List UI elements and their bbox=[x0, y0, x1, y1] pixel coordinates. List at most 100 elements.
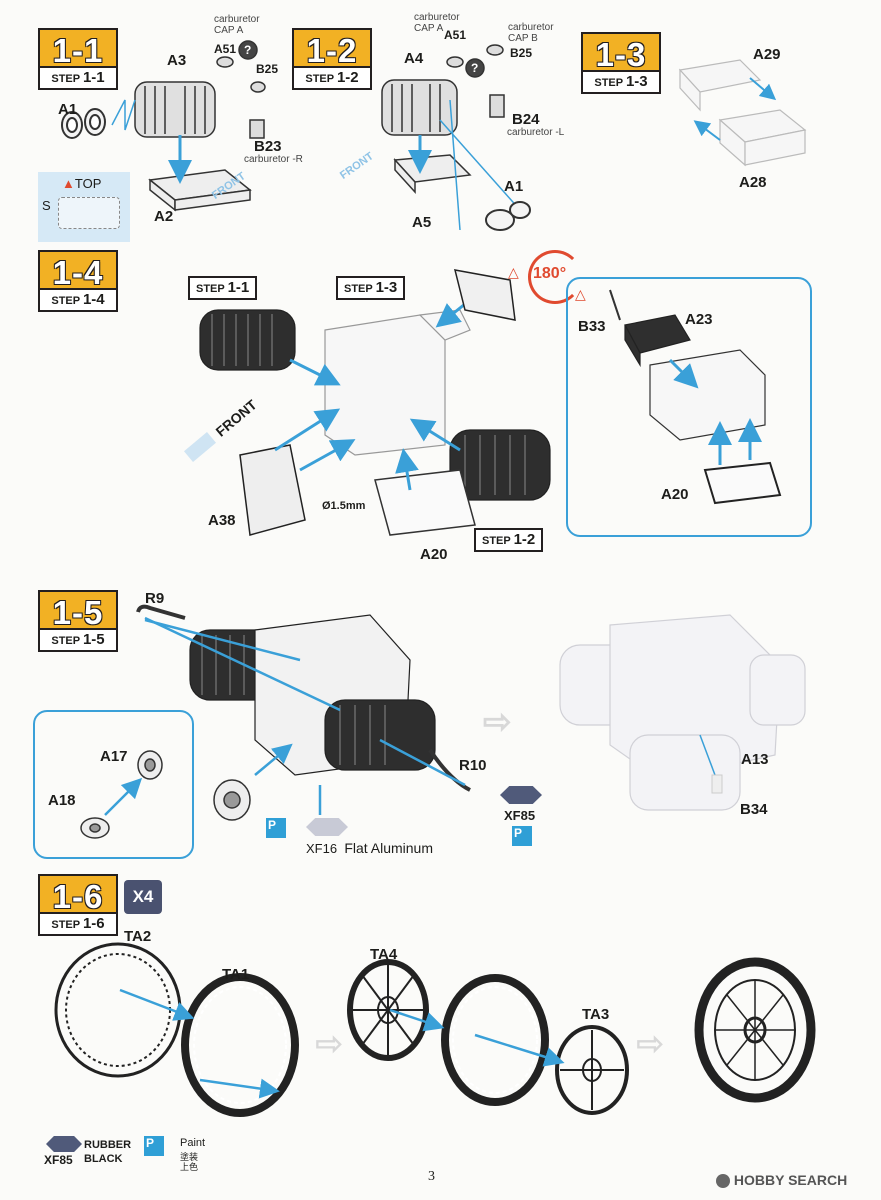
step-1-5-number: 1-5 bbox=[38, 590, 118, 634]
brand-text: HOBBY SEARCH bbox=[733, 1172, 848, 1188]
xf85-paint-swatch bbox=[500, 786, 542, 804]
paint-icon-xf85: P bbox=[512, 826, 532, 846]
part-a20-label: A20 bbox=[420, 546, 448, 563]
paint-name: Flat Aluminum bbox=[344, 840, 434, 856]
completed-wheel bbox=[694, 957, 816, 1103]
step-1-6-number: 1-6 bbox=[38, 874, 118, 918]
step-1-2-label: STEP 1-2 bbox=[292, 66, 372, 90]
step-1-3-number: 1-3 bbox=[581, 32, 661, 76]
carb-cap-a-note: carburetor CAP A bbox=[214, 14, 260, 36]
part-b25-label-2: B25 bbox=[510, 46, 533, 60]
part-b25-label: B25 bbox=[256, 62, 279, 76]
step-word: STEP bbox=[196, 283, 225, 295]
step-num: 1-6 bbox=[82, 915, 105, 932]
svg-text:?: ? bbox=[471, 61, 478, 75]
part-a17-label: A17 bbox=[100, 748, 128, 765]
svg-text:?: ? bbox=[244, 43, 251, 57]
paint-icon-xf16: P bbox=[266, 818, 286, 838]
step-word: STEP bbox=[594, 77, 623, 89]
step-num: 1-2 bbox=[336, 69, 359, 86]
part-a23-label: A23 bbox=[685, 311, 713, 328]
part-a4-label: A4 bbox=[404, 50, 424, 67]
step-1-1-label: STEP 1-1 bbox=[38, 66, 118, 90]
brand-watermark: HOBBY SEARCH bbox=[716, 1172, 848, 1189]
rotate-180-icon: 180° bbox=[528, 250, 582, 304]
step-1-5-label: STEP 1-5 bbox=[38, 628, 118, 652]
ref-step-1-2-tag: STEP 1-2 bbox=[474, 528, 544, 552]
xf85-paint-code: XF85 bbox=[504, 808, 536, 823]
engine-assembled bbox=[189, 614, 436, 776]
xf85-code-1-6: XF85 bbox=[44, 1153, 73, 1167]
ta2-tyre bbox=[54, 942, 182, 1078]
page-number: 3 bbox=[428, 1169, 435, 1184]
a1-gasket-2 bbox=[485, 201, 531, 231]
top-view-icon bbox=[58, 197, 120, 229]
next-arrow-1-5: ⇨ bbox=[483, 703, 512, 741]
part-a13-label: A13 bbox=[741, 751, 769, 768]
step-num: 1-2 bbox=[513, 531, 536, 548]
s-label: S bbox=[42, 198, 51, 213]
step-1-6-drawing: ⇨ ⇨ bbox=[54, 942, 816, 1117]
triangle-left-icon: △ bbox=[508, 264, 519, 280]
step-1-5-drawing bbox=[80, 604, 471, 839]
ref-step-1-1-tag: STEP 1-1 bbox=[188, 276, 258, 300]
paint-code: XF16 bbox=[306, 841, 338, 856]
step-1-2-drawing: ? bbox=[381, 44, 531, 231]
step-word: STEP bbox=[305, 73, 334, 85]
part-a5-label: A5 bbox=[412, 214, 432, 231]
ta1-tyre bbox=[181, 973, 299, 1117]
paint-legend-jp2: 上色 bbox=[180, 1162, 199, 1172]
part-a20-detail-label: A20 bbox=[661, 486, 689, 503]
rubber-label: RUBBER bbox=[84, 1139, 132, 1151]
black-label: BLACK bbox=[84, 1153, 123, 1165]
part-b24-label: B24 bbox=[512, 111, 540, 128]
step-1-2-number: 1-2 bbox=[292, 28, 372, 72]
step-1-6-label: STEP 1-6 bbox=[38, 912, 118, 936]
ref-step-1-3-tag: STEP 1-3 bbox=[336, 276, 406, 300]
multiplier-badge: X4 bbox=[124, 880, 162, 914]
triangle-right-icon: △ bbox=[575, 286, 586, 302]
step-1-1-number: 1-1 bbox=[38, 28, 118, 72]
part-a1-label-2: A1 bbox=[504, 178, 524, 195]
step-1-4-label: STEP 1-4 bbox=[38, 288, 118, 312]
paint-legend-text: Paint bbox=[180, 1137, 206, 1149]
part-ta1-label: TA1 bbox=[222, 966, 250, 983]
paint-legend-jp1: 塗装 bbox=[180, 1152, 199, 1162]
step-num: 1-1 bbox=[82, 69, 105, 86]
step-1-3-label: STEP 1-3 bbox=[581, 70, 661, 94]
part-a3-label: A3 bbox=[167, 52, 187, 69]
part-ta2-label: TA2 bbox=[124, 928, 152, 945]
step-1-3-drawing bbox=[678, 59, 807, 167]
part-b33-label: B33 bbox=[578, 318, 606, 335]
svg-text:⇨: ⇨ bbox=[315, 1024, 344, 1064]
a3-cylinders bbox=[134, 81, 216, 138]
part-a28-label: A28 bbox=[739, 174, 767, 191]
a4-cylinders bbox=[381, 79, 458, 136]
part-a1-label: A1 bbox=[58, 101, 78, 118]
xf16-paint-swatch bbox=[306, 818, 348, 836]
ta3-wheel bbox=[555, 1025, 629, 1115]
step-1-5-result-drawing bbox=[559, 614, 806, 811]
step-1-1-drawing: ? bbox=[61, 40, 266, 212]
step-num: 1-3 bbox=[375, 279, 398, 296]
top-label: TOP bbox=[74, 176, 102, 191]
step-num: 1-4 bbox=[82, 291, 105, 308]
step-word: STEP bbox=[344, 283, 373, 295]
carb-cap-b-note: carburetor CAP B bbox=[508, 22, 554, 44]
xf85-rubber-swatch bbox=[46, 1136, 82, 1152]
step-word: STEP bbox=[51, 919, 80, 931]
step-1-5-detail-callout bbox=[33, 710, 194, 859]
part-a18-label: A18 bbox=[48, 792, 76, 809]
step-1-4-detail-callout bbox=[566, 277, 812, 537]
paint-icon-legend: P bbox=[144, 1136, 164, 1156]
part-a51-label: A51 bbox=[214, 42, 237, 56]
rotate-text: 180° bbox=[533, 265, 567, 282]
svg-text:⇨: ⇨ bbox=[636, 1024, 665, 1064]
step-word: STEP bbox=[51, 73, 80, 85]
brand-logo-icon bbox=[716, 1174, 730, 1189]
step-1-4-drawing bbox=[199, 269, 551, 536]
part-a2-label: A2 bbox=[154, 208, 174, 225]
top-orientation-box: ▲TOP S bbox=[38, 172, 130, 242]
part-ta3-label: TA3 bbox=[582, 1006, 610, 1023]
step-num: 1-1 bbox=[227, 279, 250, 296]
